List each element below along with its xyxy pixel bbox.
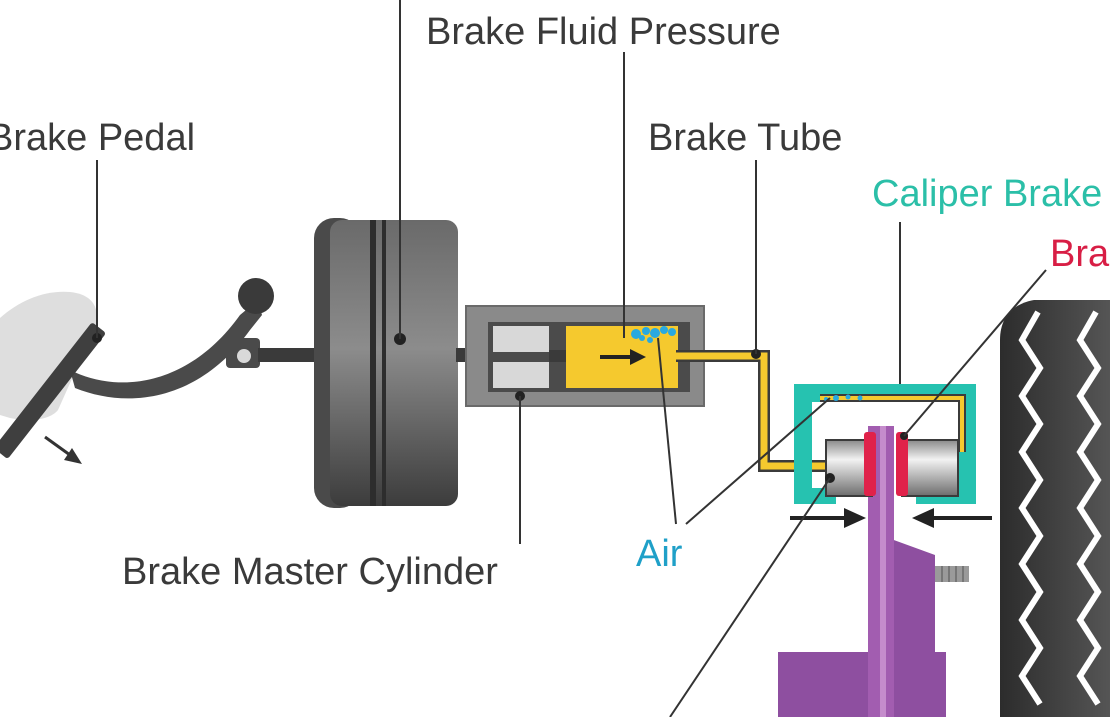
label-caliper-brake: Caliper Brake bbox=[872, 173, 1102, 215]
caliper bbox=[794, 384, 976, 504]
label-brake-tube: Brake Tube bbox=[648, 117, 842, 159]
brake-pedal bbox=[0, 278, 274, 464]
pedal-pivot-knob bbox=[238, 278, 274, 314]
brake-pad-right bbox=[896, 432, 908, 496]
label-brake-pedal: Brake Pedal bbox=[0, 117, 195, 159]
pedal-motion-arrow-head bbox=[64, 448, 82, 464]
tire-tread-line-1 bbox=[1018, 310, 1044, 706]
label-brake-fluid-pressure: Brake Fluid Pressure bbox=[426, 11, 781, 53]
tire bbox=[1000, 300, 1110, 717]
fluid-flow-arrow-head bbox=[630, 349, 646, 365]
tire-tread-line-2 bbox=[1076, 310, 1102, 706]
caliper-piston-right bbox=[901, 439, 959, 497]
air-bubbles-caliper bbox=[824, 394, 863, 401]
air-bubbles-cylinder bbox=[631, 326, 676, 343]
leader-lines bbox=[96, 0, 1047, 717]
label-brake-master-cylinder: Brake Master Cylinder bbox=[122, 551, 498, 593]
pedal-push-rod bbox=[258, 348, 322, 362]
leader-air-caliper bbox=[685, 397, 831, 525]
pedal-pivot-pin bbox=[237, 349, 251, 363]
leader-caliper-piston bbox=[669, 477, 831, 717]
master-piston-lower bbox=[493, 362, 549, 388]
foot-shape bbox=[0, 291, 97, 420]
label-brake-pad: Bra bbox=[1050, 233, 1110, 275]
brake-pad-left bbox=[864, 432, 876, 496]
clamp-arrow-left-head bbox=[844, 508, 866, 528]
clamp-arrow-right-head bbox=[912, 508, 934, 528]
brake-booster bbox=[314, 218, 458, 508]
pedal-arm bbox=[70, 300, 262, 399]
label-air: Air bbox=[636, 533, 683, 575]
leader-air-cylinder bbox=[657, 337, 677, 525]
master-piston-upper bbox=[493, 326, 549, 352]
pedal-pad bbox=[0, 323, 105, 458]
disc-hub bbox=[778, 652, 946, 717]
wheel-stud bbox=[935, 566, 969, 582]
pedal-motion-arrow-line bbox=[44, 435, 71, 457]
leader-brake-pad bbox=[903, 269, 1047, 437]
master-cylinder bbox=[465, 305, 705, 407]
